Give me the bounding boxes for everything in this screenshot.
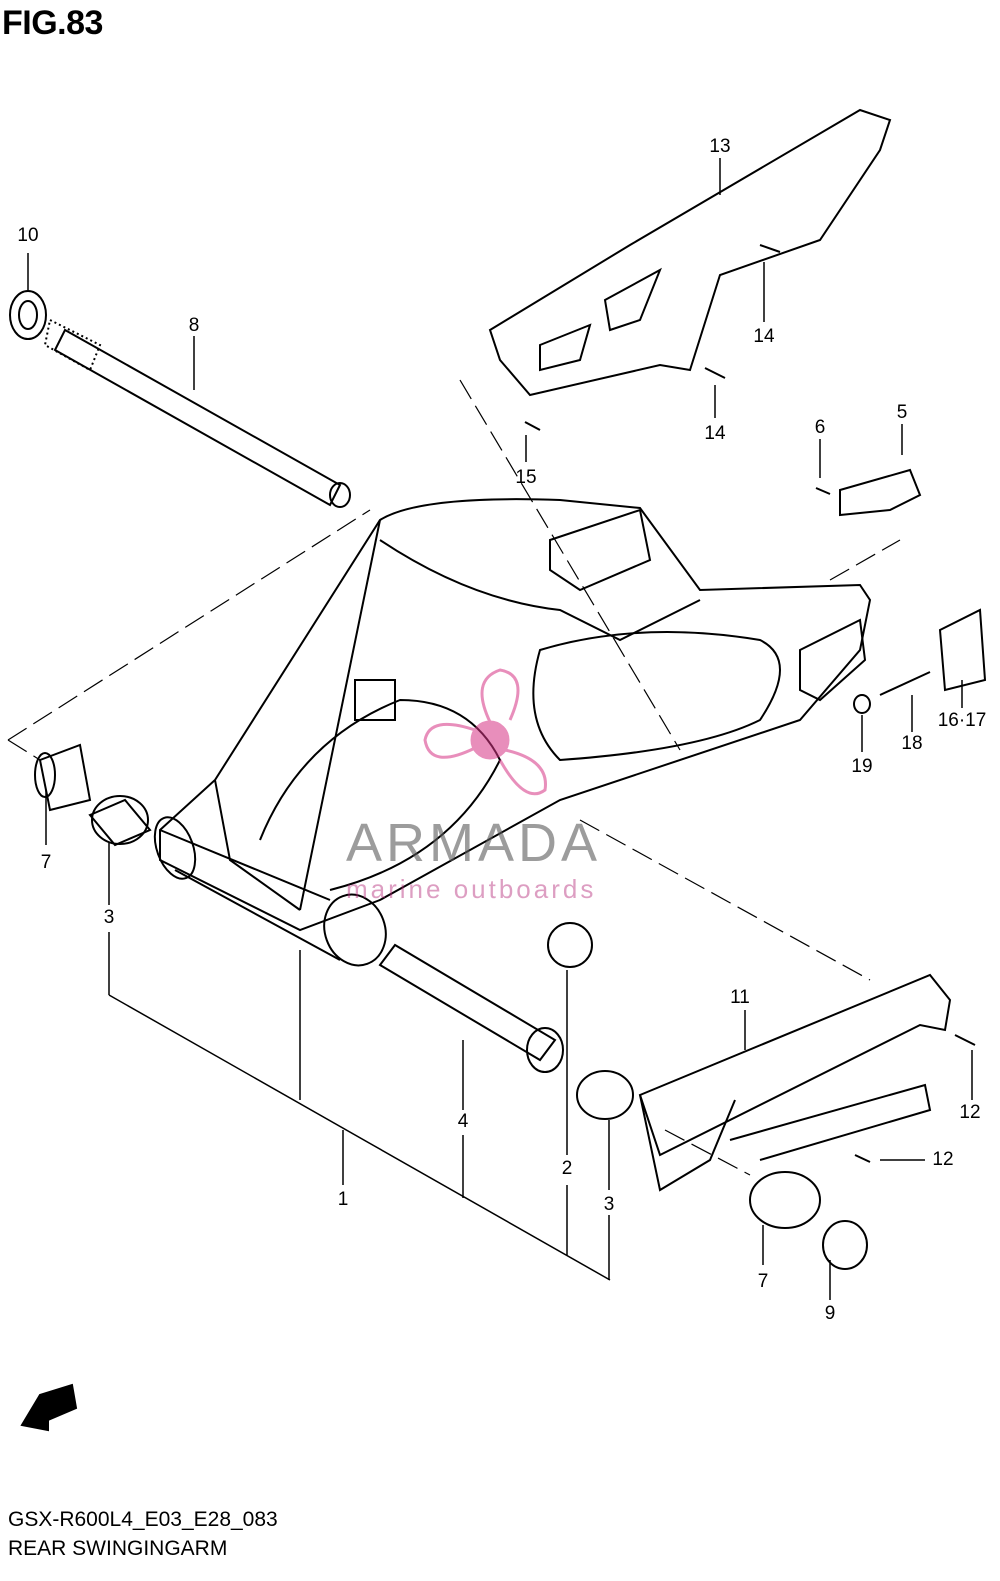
- callout-12b: 12: [932, 1149, 954, 1170]
- swingarm-body: [153, 498, 872, 967]
- callout-6: 6: [814, 417, 826, 438]
- chain-guide: [638, 973, 952, 1192]
- callout-14b: 14: [704, 423, 726, 444]
- callout-7a: 7: [40, 852, 52, 873]
- callout-10: 10: [17, 225, 39, 246]
- callout-16-17: 16·17: [937, 710, 987, 731]
- callout-7b: 7: [757, 1271, 769, 1292]
- diagram-code: GSX-R600L4_E03_E28_083: [8, 1508, 278, 1531]
- callout-2: 2: [561, 1158, 573, 1179]
- callout-19: 19: [851, 756, 873, 777]
- pivot-shaft: [43, 318, 351, 508]
- callout-12a: 12: [959, 1102, 981, 1123]
- watermark-propeller-icon: [423, 668, 547, 796]
- callout-9: 9: [824, 1303, 836, 1324]
- figure-title: FIG.83: [2, 4, 103, 42]
- callout-8: 8: [188, 315, 200, 336]
- callout-18: 18: [901, 733, 923, 754]
- callout-13: 13: [709, 136, 731, 157]
- callout-1: 1: [337, 1189, 349, 1210]
- fasteners: [524, 244, 987, 1163]
- callout-3a: 3: [103, 907, 115, 928]
- diagram-name: REAR SWINGINGARM: [8, 1537, 228, 1560]
- spacers: [34, 743, 868, 1270]
- callout-15: 15: [515, 467, 537, 488]
- fwd-arrow-icon: [20, 1383, 78, 1432]
- dashed-lines: [7, 379, 901, 1176]
- callout-5: 5: [896, 402, 908, 423]
- watermark-title: ARMADA: [346, 813, 602, 873]
- leader-lines: [27, 158, 973, 1300]
- chain-cover: [488, 108, 892, 397]
- callout-14a: 14: [753, 326, 775, 347]
- callout-4: 4: [457, 1111, 469, 1132]
- callout-11: 11: [730, 987, 750, 1008]
- nut-10: [9, 290, 47, 340]
- callout-3b: 3: [603, 1194, 615, 1215]
- watermark-subtitle: marine outboards: [346, 874, 597, 904]
